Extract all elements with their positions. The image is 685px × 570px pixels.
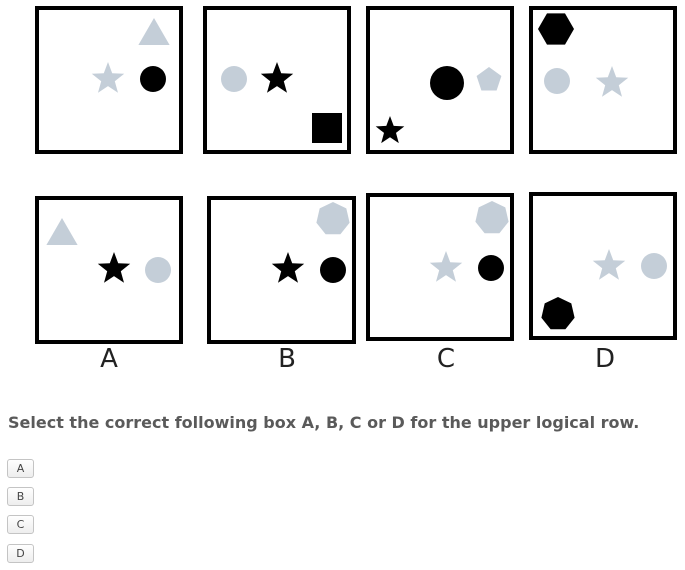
choice-d-black-heptagon: [541, 297, 575, 330]
sequence-1-black-circle: [140, 66, 166, 92]
choice-a-black-star: [97, 252, 131, 283]
answer-option-a[interactable]: A: [7, 459, 34, 478]
answer-option-b[interactable]: B: [7, 487, 34, 506]
answer-option-c[interactable]: C: [7, 515, 34, 534]
choice-b-grey-heptagon: [316, 202, 350, 235]
sequence-4-grey-star: [595, 66, 629, 97]
choice-c-black-circle: [478, 255, 504, 281]
sequence-3-grey-pentagon: [476, 67, 502, 91]
choice-d-grey-circle: [641, 253, 667, 279]
puzzle-figure: [35, 6, 677, 344]
choice-c-grey-star: [429, 251, 463, 282]
sequence-2-black-square: [312, 113, 342, 143]
choice-label-c: C: [436, 344, 456, 374]
choice-a-grey-circle: [145, 257, 171, 283]
sequence-3-black-circle: [430, 66, 464, 100]
sequence-3-black-star: [375, 116, 405, 144]
sequence-2-grey-circle: [221, 66, 247, 92]
choice-b-black-circle: [320, 257, 346, 283]
question-text: Select the correct following box A, B, C…: [8, 413, 640, 432]
answer-option-d[interactable]: D: [7, 544, 34, 563]
choice-label-a: A: [100, 344, 118, 374]
sequence-1-grey-star: [91, 62, 125, 93]
choice-b-black-star: [271, 252, 305, 283]
sequence-2-black-star: [260, 62, 294, 93]
sequence-4-grey-circle: [544, 68, 570, 94]
sequence-4-black-hexagon: [538, 13, 574, 45]
choice-a-grey-triangle: [46, 218, 78, 245]
choice-label-b: B: [278, 344, 296, 374]
choice-c-grey-heptagon: [475, 201, 509, 234]
choice-d-grey-star: [592, 249, 626, 280]
sequence-1-grey-triangle: [138, 18, 170, 45]
choice-label-d: D: [594, 344, 616, 374]
